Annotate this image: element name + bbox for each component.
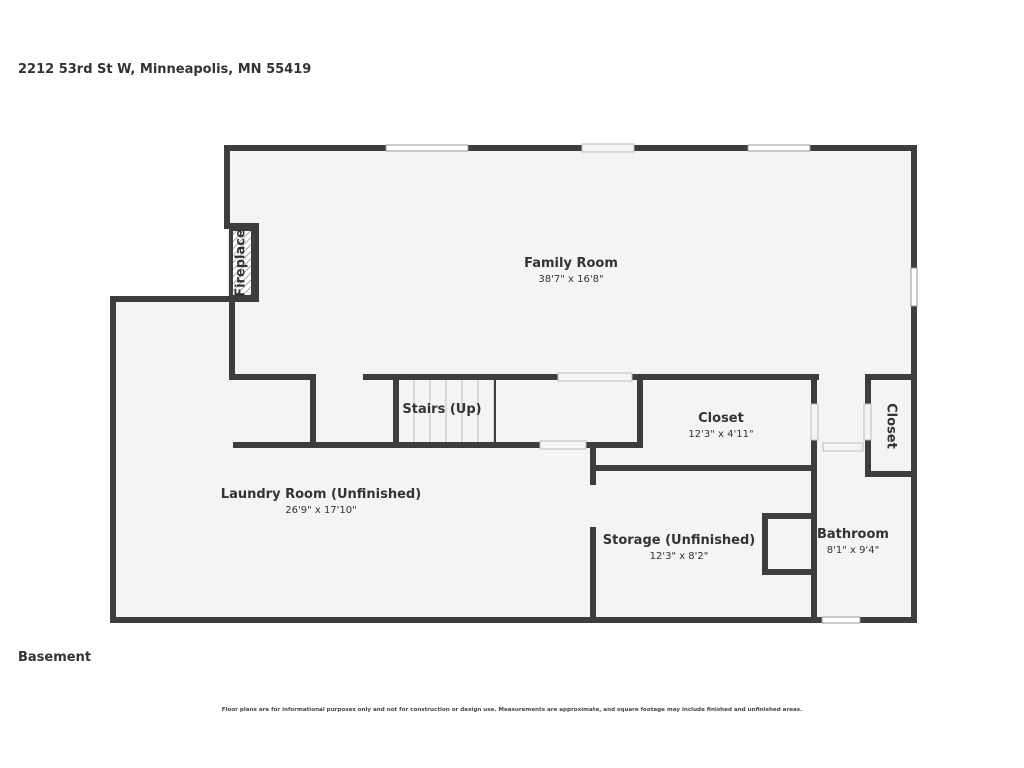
laundry-room-dims: 26'9" x 17'10"	[285, 505, 357, 516]
bathroom-dims: 8'1" x 9'4"	[827, 545, 879, 556]
walls	[110, 145, 917, 623]
doorways	[539, 143, 872, 452]
closet-right-name: Closet	[884, 403, 899, 449]
closet-center-dims: 12'3" x 4'11"	[688, 429, 753, 440]
stairs-name: Stairs (Up)	[402, 402, 481, 417]
fireplace-hatch	[233, 231, 251, 295]
closet-center-name: Closet	[698, 411, 744, 426]
storage-dims: 12'3" x 8'2"	[650, 551, 709, 562]
property-address: 2212 53rd St W, Minneapolis, MN 55419	[18, 62, 312, 77]
floor-area	[113, 148, 914, 620]
laundry-room-name: Laundry Room (Unfinished)	[221, 487, 421, 502]
storage-name: Storage (Unfinished)	[603, 533, 756, 548]
family-room-dims: 38'7" x 16'8"	[538, 274, 603, 285]
floor-level-label: Basement	[18, 650, 92, 665]
windows	[385, 144, 918, 624]
bathroom-name: Bathroom	[817, 527, 889, 542]
family-room-name: Family Room	[524, 256, 618, 271]
disclaimer-text: Floor plans are for informational purpos…	[221, 707, 803, 713]
fireplace-label: Fireplace	[234, 229, 249, 297]
